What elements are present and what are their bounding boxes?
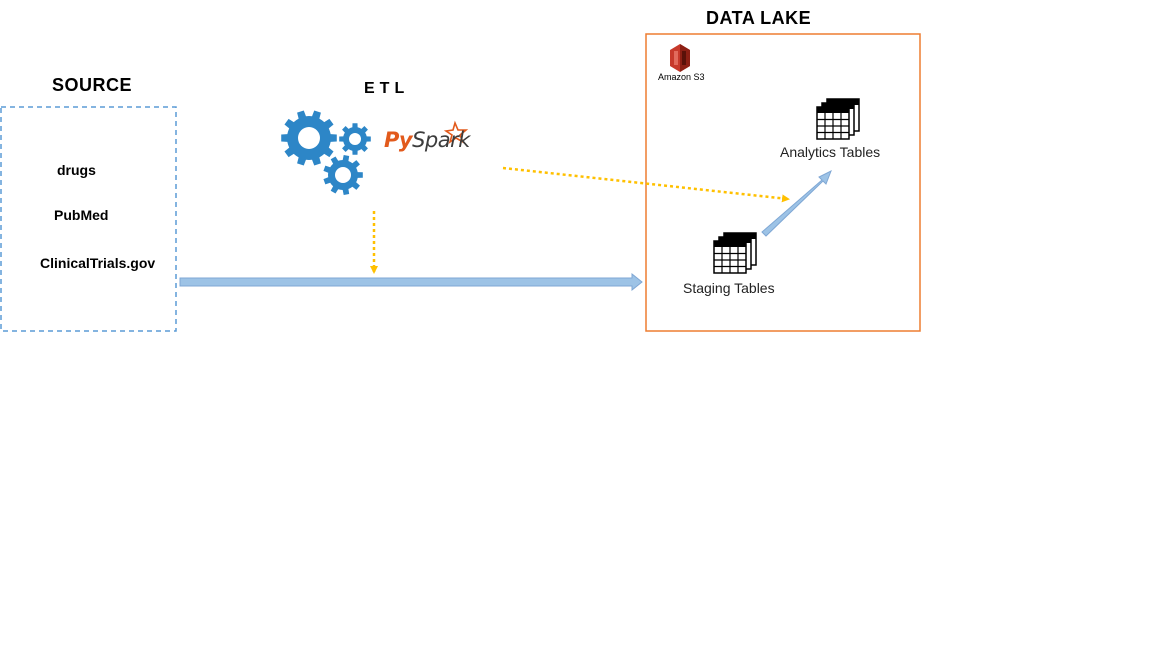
staging-table-icon [713,232,757,274]
etl-title: ETL [364,80,410,97]
pyspark-logo: PySpark [384,128,470,152]
pyspark-logo-py: Py [384,128,413,152]
source-title: SOURCE [52,75,133,95]
source-box [0,106,177,332]
source-item-pubmed: PubMed [54,207,109,223]
analytics-table-icon [816,98,860,140]
source-to-lake-arrow [179,272,643,292]
amazon-s3-label: Amazon S3 [658,72,705,82]
data-lake-box [645,33,921,332]
data-lake-title: DATA LAKE [706,8,812,28]
pyspark-logo-spark: Spark [412,128,470,152]
pyspark-star-icon [443,120,469,144]
amazon-s3-icon [670,44,690,72]
source-item-drugs: drugs [57,162,96,178]
gears-icon [281,110,371,195]
staging-to-analytics-arrow [761,169,832,237]
analytics-tables-label: Analytics Tables [780,144,881,160]
staging-tables-label: Staging Tables [683,280,775,296]
source-item-clinicaltrials: ClinicalTrials.gov [40,255,156,271]
